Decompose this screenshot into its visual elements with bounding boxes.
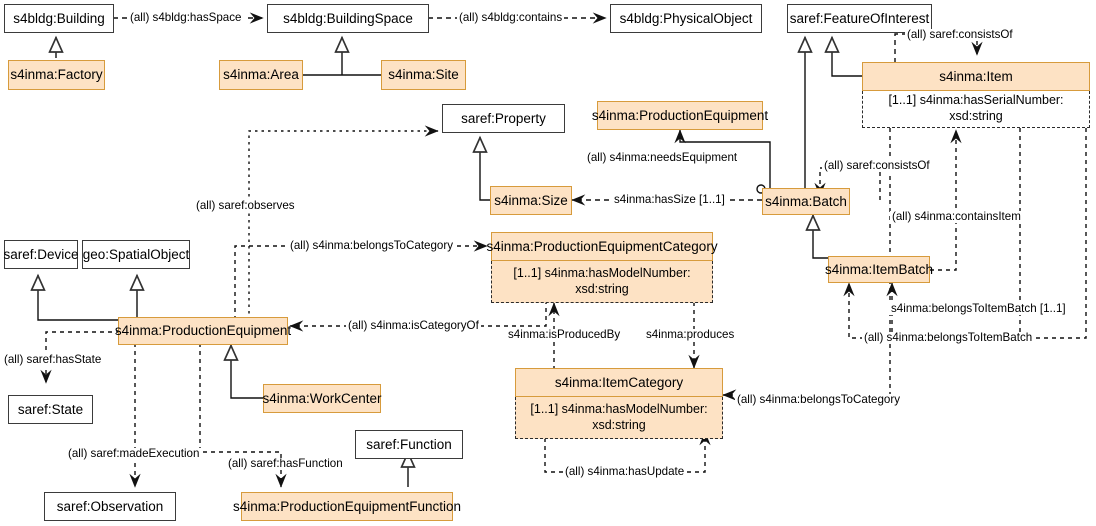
node-label: s4inma:ProductionEquipment [114,323,292,339]
node-s4inma-productionequipmentcategory[interactable]: s4inma:ProductionEquipmentCategory [486,232,718,261]
edge-label-observes: (all) saref:observes [194,199,297,212]
node-s4inma-productionequipmentcategory-attribute: [1..1] s4inma:hasModelNumber: xsd:string [491,261,713,303]
node-label: s4inma:ProductionEquipmentCategory [486,238,718,254]
node-label: s4inma:Size [494,192,568,208]
edge-label-belongs-to-category: (all) s4inma:belongsToCategory [288,239,456,252]
edge-label-has-space: (all) s4bldg:hasSpace [128,11,244,24]
node-label: saref:State [17,401,84,417]
attribute-text: [1..1] s4inma:hasModelNumber: xsd:string [530,401,708,432]
node-s4inma-size[interactable]: s4inma:Size [490,186,572,215]
edge-label-contains-item: (all) s4inma:containsItem [890,210,1023,223]
node-label: s4inma:Item [939,68,1013,84]
node-s4inma-itembatch[interactable]: s4inma:ItemBatch [824,256,934,283]
node-s4inma-workcenter[interactable]: s4inma:WorkCenter [262,384,382,413]
node-geo-spatialobject[interactable]: geo:SpatialObject [82,240,190,269]
node-s4inma-productionequipment[interactable]: s4inma:ProductionEquipment [114,317,292,345]
node-s4inma-batch[interactable]: s4inma:Batch [762,188,850,215]
node-saref-observation[interactable]: saref:Observation [44,492,176,521]
node-label: s4bldg:PhysicalObject [619,10,753,26]
attribute-text: [1..1] s4inma:hasModelNumber: xsd:string [513,265,691,296]
node-label: s4inma:WorkCenter [262,390,382,406]
node-saref-function[interactable]: saref:Function [355,430,463,459]
node-saref-property[interactable]: saref:Property [442,104,565,133]
edge-label-belongs-to-item-batch: (all) s4inma:belongsToItemBatch [862,331,1035,344]
node-label: geo:SpatialObject [82,246,190,262]
node-label: s4inma:ProductionEquipment [591,107,769,123]
edge-label-consists-of-item: (all) saref:consistsOf [905,28,1015,41]
edge-label-has-state: (all) saref:hasState [2,353,104,366]
node-label: saref:Observation [56,498,164,514]
node-saref-state[interactable]: saref:State [8,395,93,424]
node-label: saref:Function [366,436,452,452]
node-label: saref:FeatureOfInterest [789,10,930,26]
node-s4bldg-physicalobject[interactable]: s4bldg:PhysicalObject [610,4,762,33]
node-s4bldg-building[interactable]: s4bldg:Building [4,4,114,33]
edge-label-has-function: (all) saref:hasFunction [226,457,345,470]
edge-label-has-update: (all) s4inma:hasUpdate [563,465,687,478]
node-label: s4inma:Site [388,67,459,83]
node-s4inma-productionequipmentfunction[interactable]: s4inma:ProductionEquipmentFunction [233,492,461,521]
node-label: s4inma:ItemBatch [824,261,934,277]
node-s4inma-itemcategory-attribute: [1..1] s4inma:hasModelNumber: xsd:string [515,397,723,439]
edge-label-needs-equipment: (all) s4inma:needsEquipment [585,151,740,164]
node-s4inma-itemcategory[interactable]: s4inma:ItemCategory [515,368,723,397]
node-label: saref:Device [3,246,79,262]
edge-label-is-produced-by: s4inma:isProducedBy [506,328,623,341]
node-s4inma-area[interactable]: s4inma:Area [219,60,303,90]
node-label: s4inma:Batch [765,193,847,209]
node-s4inma-factory[interactable]: s4inma:Factory [8,60,105,90]
node-label: saref:Property [461,110,546,126]
node-label: s4inma:ProductionEquipmentFunction [232,498,462,514]
node-s4inma-site[interactable]: s4inma:Site [381,60,466,90]
node-label: s4bldg:Building [13,10,105,26]
node-saref-device[interactable]: saref:Device [3,240,79,269]
edge-label-consists-of-batch: (all) saref:consistsOf [822,159,932,172]
edge-label-made-execution: (all) saref:madeExecution [66,447,202,460]
edge-label-contains: (all) s4bldg:contains [457,11,565,24]
edge-label-belongs-to-item-batch-card: s4inma:belongsToItemBatch [1..1] [889,302,1068,315]
node-label: s4bldg:BuildingSpace [283,10,413,26]
node-s4bldg-buildingspace[interactable]: s4bldg:BuildingSpace [267,4,429,33]
node-s4inma-item-attribute: [1..1] s4inma:hasSerialNumber: xsd:strin… [862,91,1090,128]
node-saref-featureofinterest[interactable]: saref:FeatureOfInterest [787,4,932,33]
edge-label-is-category-of: (all) s4inma:isCategoryOf [346,319,481,332]
edge-label-produces: s4inma:produces [644,328,737,341]
attribute-text: [1..1] s4inma:hasSerialNumber: xsd:strin… [888,93,1064,123]
node-s4inma-productionequipment-top[interactable]: s4inma:ProductionEquipment [592,101,768,130]
node-label: s4inma:Factory [10,67,103,83]
edge-label-has-size: s4inma:hasSize [1..1] [612,193,727,206]
node-s4inma-item[interactable]: s4inma:Item [862,62,1090,91]
edge-label-belongs-to-category2: (all) s4inma:belongsToCategory [735,393,903,406]
node-label: s4inma:ItemCategory [554,374,684,390]
node-label: s4inma:Area [223,67,299,83]
